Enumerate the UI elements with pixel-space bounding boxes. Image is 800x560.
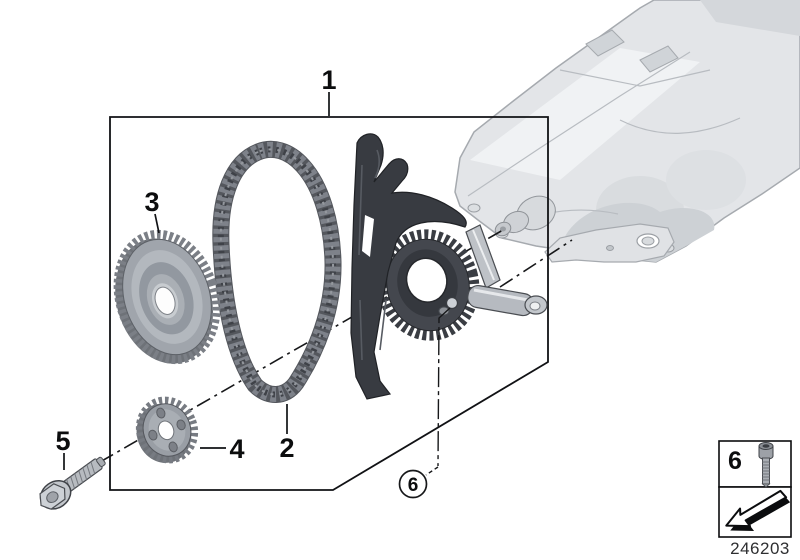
timing-chain <box>212 140 342 403</box>
inset-panel: 6 <box>718 440 792 538</box>
callout-2[interactable]: 2 <box>279 404 295 463</box>
assembly-boundary-box <box>109 116 549 491</box>
pump-pickup-pipe <box>465 224 548 317</box>
callout-4-label[interactable]: 4 <box>229 434 244 464</box>
callout-6-label[interactable]: 6 <box>408 475 419 496</box>
inset-item-label: 6 <box>728 447 742 475</box>
callout-5-label[interactable]: 5 <box>55 426 70 456</box>
oil-pump-assembly <box>350 133 548 400</box>
drive-sprocket-large <box>113 229 221 365</box>
callout-1-label[interactable]: 1 <box>321 65 336 95</box>
callout-5[interactable]: 5 <box>55 426 71 470</box>
pump-mount-alignment-line <box>499 239 573 288</box>
callout-2-label[interactable]: 2 <box>279 433 294 463</box>
callout-1[interactable]: 1 <box>321 65 337 116</box>
callout-6-balloon[interactable]: 6 <box>398 307 451 499</box>
callout-3[interactable]: 3 <box>144 187 160 234</box>
pump-drive-shaft <box>494 195 556 237</box>
installation-direction-arrow-icon <box>725 489 791 532</box>
engine-block <box>454 0 800 263</box>
pump-mount-bolt <box>438 296 459 316</box>
flange-bolt <box>39 456 106 510</box>
callout-4[interactable]: 4 <box>200 434 245 464</box>
callout-3-label[interactable]: 3 <box>144 187 159 217</box>
diagram-number: 246203 <box>730 539 790 558</box>
drive-sprocket-small <box>135 396 199 464</box>
socket-head-screw-icon <box>758 442 774 488</box>
engine-block-mount-foot <box>544 223 675 263</box>
